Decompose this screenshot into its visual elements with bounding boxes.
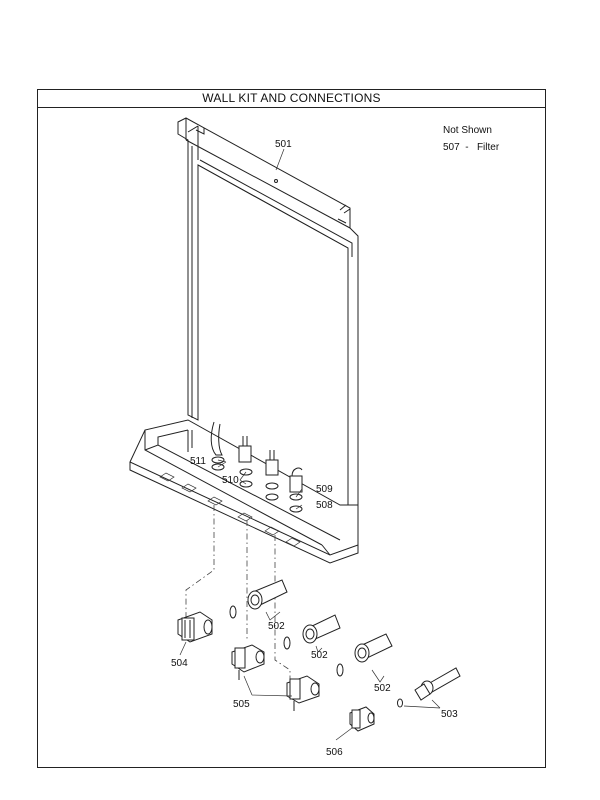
valve-504 (177, 611, 213, 643)
notes-heading: Not Shown (443, 125, 492, 136)
base-tray (129, 419, 359, 564)
pipe-connections (210, 421, 303, 493)
not-shown-notes: Not Shown 507 - Filter (443, 122, 499, 156)
page-title: WALL KIT AND CONNECTIONS (38, 90, 545, 108)
callout-508: 508 (316, 500, 333, 511)
callout-509: 509 (316, 484, 333, 495)
callout-502-a: 502 (268, 621, 285, 632)
leader-lines (179, 148, 441, 741)
pipe-tail-502 (229, 579, 393, 677)
valve-506 (349, 706, 375, 732)
callout-510: 510 (222, 475, 239, 486)
note-item: 507 - Filter (443, 139, 499, 156)
callout-505: 505 (233, 699, 250, 710)
wall-bracket-501 (177, 117, 359, 546)
note-number: 507 (443, 142, 460, 153)
callout-502-c: 502 (374, 683, 391, 694)
callout-502-b: 502 (311, 650, 328, 661)
note-description: Filter (476, 142, 500, 153)
valve-505 (231, 644, 320, 711)
drawing-frame: WALL KIT AND CONNECTIONS Not Shown 507 -… (37, 89, 546, 768)
callout-501: 501 (275, 139, 292, 150)
callout-503: 503 (441, 709, 458, 720)
note-separator: - (465, 142, 469, 153)
callout-506: 506 (326, 747, 343, 758)
callout-504: 504 (171, 658, 188, 669)
callout-labels: 501 511 510 509 508 502 502 502 503 504 … (171, 139, 458, 758)
connector-503 (397, 667, 461, 708)
callout-511: 511 (190, 456, 206, 467)
